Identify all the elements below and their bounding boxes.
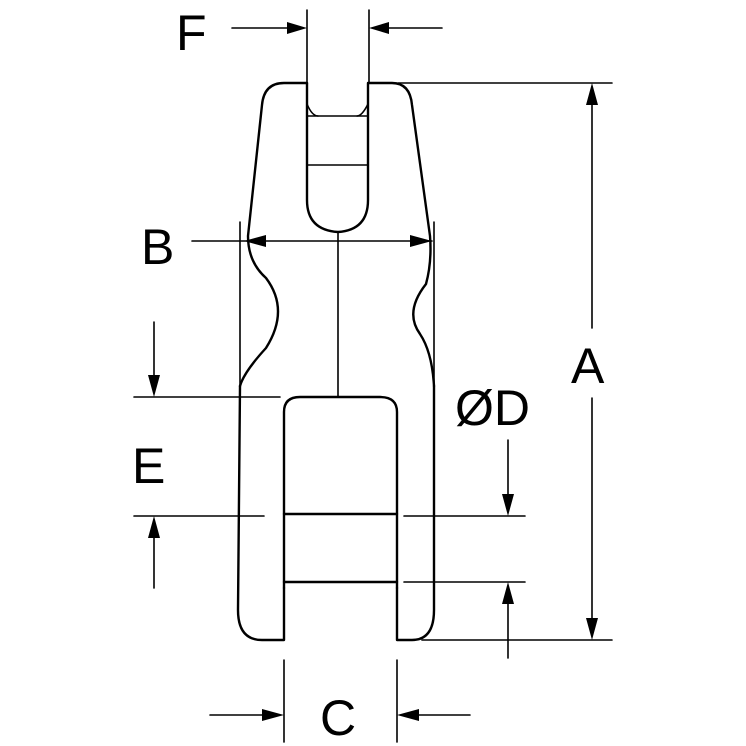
label-b: B (141, 219, 174, 275)
e-arrow-bottom (148, 516, 160, 538)
b-arrow-left (244, 235, 266, 247)
dimension-a: A (397, 82, 613, 641)
upper-slot (305, 81, 370, 234)
part-outline (236, 81, 436, 642)
inner-window (282, 395, 399, 590)
upper-fork-outline-right (367, 81, 436, 388)
d-arrow-top (502, 494, 514, 516)
e-arrow-top (148, 375, 160, 397)
a-arrow-bottom (586, 618, 598, 640)
dimension-b: B (141, 219, 435, 387)
b-arrow-right (410, 235, 432, 247)
a-arrow-top (586, 83, 598, 105)
label-a: A (571, 338, 605, 394)
c-arrow-left (262, 709, 284, 721)
f-arrow-right (369, 22, 389, 34)
c-arrow-right (397, 709, 419, 721)
d-arrow-bottom (502, 582, 514, 604)
dimension-f: F (176, 5, 443, 84)
label-c: C (320, 690, 356, 746)
label-e: E (132, 438, 165, 494)
dimension-d: ØD (403, 380, 530, 659)
upper-fork-outline (238, 81, 309, 388)
slot-bevel-left (306, 103, 319, 117)
f-arrow-left (287, 22, 307, 34)
slot-bevel-right (356, 103, 369, 117)
label-f: F (176, 5, 207, 61)
label-d: ØD (455, 380, 530, 436)
dimension-e: E (132, 321, 281, 589)
lower-shackle-right-leg (395, 384, 436, 642)
dimension-c: C (209, 659, 471, 746)
lower-shackle-left-leg (236, 384, 286, 642)
